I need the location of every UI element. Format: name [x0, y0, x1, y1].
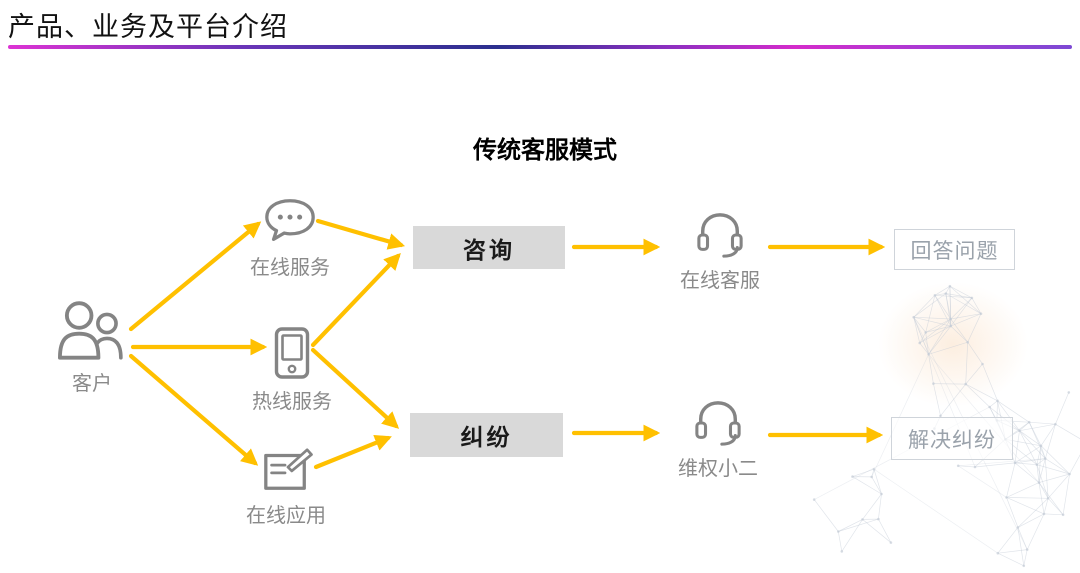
node-hotline-service: 热线服务: [230, 326, 354, 414]
people-icon: [58, 301, 123, 360]
consult-box: 咨询: [413, 226, 565, 269]
headset-icon: [697, 213, 743, 258]
headset-icon: [695, 401, 741, 446]
online-service-label: 在线服务: [250, 257, 330, 279]
node-online-app: 在线应用: [224, 444, 348, 528]
node-rights-agent: 维权小二: [658, 399, 778, 481]
hotline-service-label: 热线服务: [252, 391, 332, 413]
answer-questions-box: 回答问题: [894, 229, 1015, 270]
dispute-box: 纠纷: [410, 413, 563, 457]
customer-label: 客户: [72, 373, 112, 395]
resolve-disputes-box: 解决纠纷: [891, 417, 1013, 460]
node-customer: 客户: [28, 300, 156, 396]
mobile-phone-icon: [274, 327, 310, 379]
node-online-service: 在线服务: [228, 196, 352, 280]
plexus-glow: [878, 282, 1028, 407]
chat-bubble-icon: [265, 199, 315, 241]
online-agent-label: 在线客服: [680, 270, 760, 292]
edit-document-icon: [264, 448, 313, 490]
diagram-title: 传统客服模式: [473, 137, 617, 164]
rights-agent-label: 维权小二: [678, 458, 758, 480]
online-app-label: 在线应用: [246, 505, 326, 527]
node-online-agent: 在线客服: [660, 211, 780, 293]
page-title: 产品、业务及平台介绍: [8, 12, 288, 42]
title-underline-gradient: [8, 45, 1072, 49]
